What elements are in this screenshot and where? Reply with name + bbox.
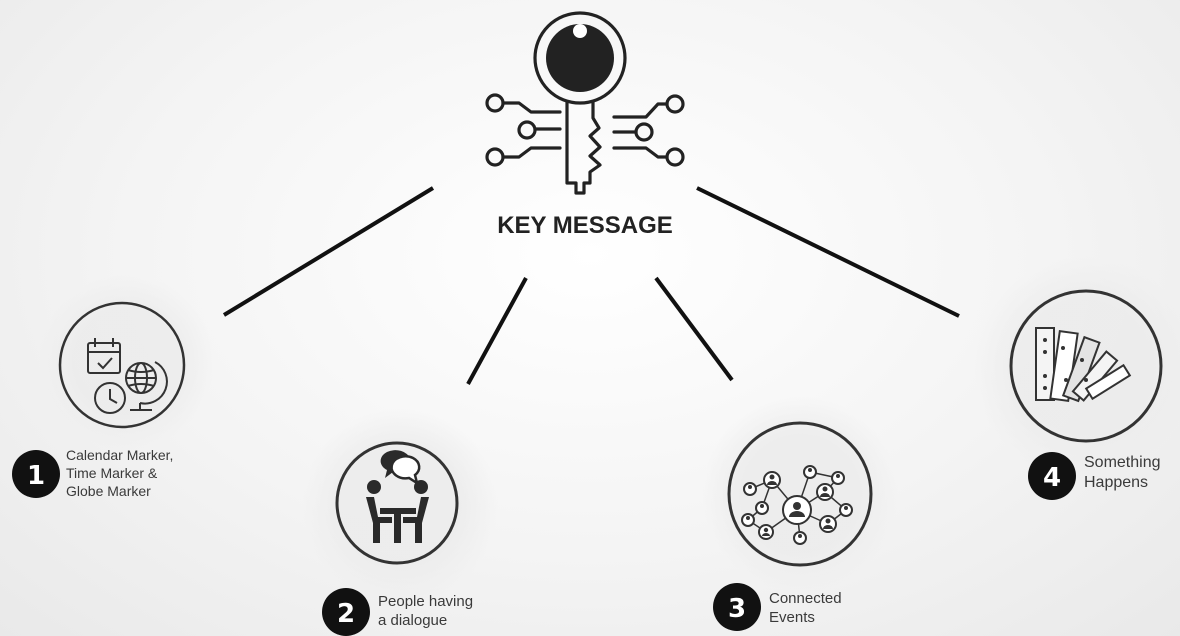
connector-1: [222, 186, 435, 317]
badge-1-number: 1: [27, 461, 45, 491]
key-message-title: KEY MESSAGE: [497, 212, 673, 239]
badge-2-number: 2: [337, 599, 355, 629]
connector-4: [696, 186, 960, 318]
calendar-clock-globe-icon: [58, 301, 186, 429]
connector-lines: [222, 186, 960, 385]
badge-3: 3: [713, 583, 761, 631]
badge-4: 4: [1028, 452, 1076, 500]
badge-3-number: 3: [728, 594, 746, 624]
connector-3: [654, 276, 734, 382]
item-3-label: Connected Events: [769, 590, 842, 626]
badge-1: 1: [12, 450, 60, 498]
dominoes-icon: [1009, 289, 1163, 443]
connector-2: [466, 277, 528, 385]
badge-2: 2: [322, 588, 370, 636]
badge-4-number: 4: [1043, 463, 1061, 493]
people-dialogue-icon: [335, 441, 459, 565]
halo-1: [38, 274, 214, 450]
item-4-label: Something Happens: [1084, 454, 1161, 491]
item-2-label: People having a dialogue: [378, 593, 474, 629]
key-circuit-icon: [485, 11, 685, 195]
halo-2: [302, 408, 498, 604]
network-people-icon: [727, 421, 873, 567]
halo-3: [702, 396, 898, 592]
item-1-label: Calendar Marker, Time Marker & Globe Mar…: [66, 447, 174, 499]
